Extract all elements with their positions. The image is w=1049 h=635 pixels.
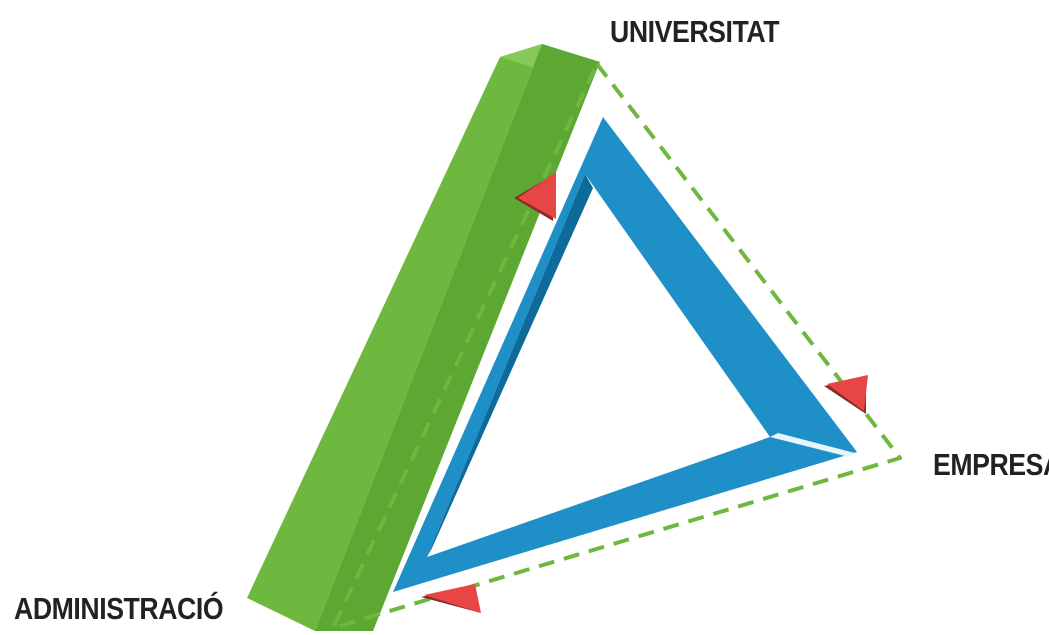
arrow-to-empresa <box>824 375 868 414</box>
label-universitat: UNIVERSITAT <box>610 16 779 47</box>
label-administracio: ADMINISTRACIÓ <box>14 593 223 624</box>
arrow-to-administracio <box>421 584 481 613</box>
green-bar-side <box>315 44 600 631</box>
arrow-to-empresa-head <box>827 375 868 411</box>
label-empresa: EMPRESA <box>933 449 1049 480</box>
